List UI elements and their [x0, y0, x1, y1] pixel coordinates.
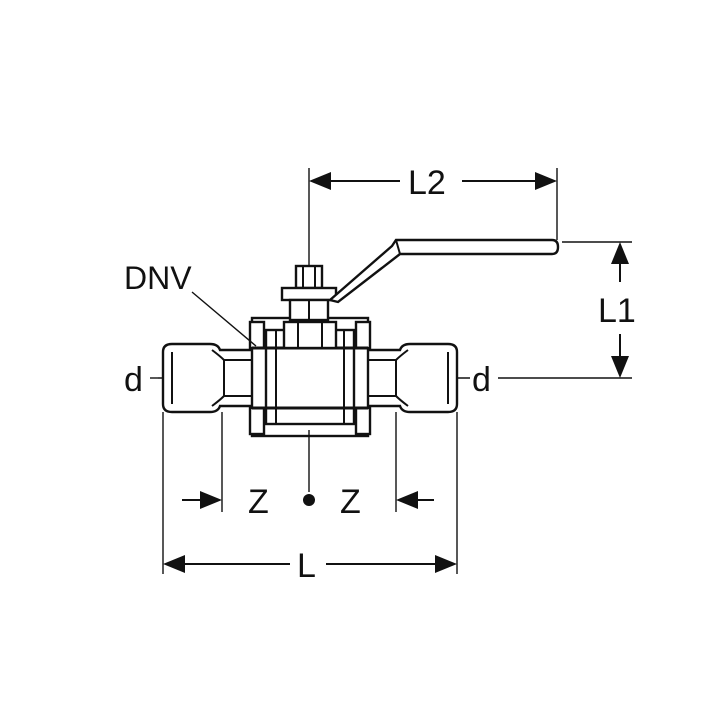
d-label-right: d — [472, 361, 491, 399]
dnv-label: DNV — [124, 260, 192, 296]
bolt-bottom-left — [248, 406, 266, 436]
z-label-left: Z — [248, 483, 269, 521]
left-press-fitting — [161, 342, 258, 414]
l2-label: L2 — [408, 164, 446, 202]
bolt-top-right — [354, 320, 372, 350]
center-point — [303, 494, 315, 506]
z-dimension: Z Z — [182, 412, 434, 521]
l2-dimension: L2 — [308, 164, 558, 266]
z-label-right: Z — [340, 483, 361, 521]
handle-lever — [327, 238, 560, 304]
bolt-top-left — [248, 320, 266, 350]
valve-stem — [280, 264, 338, 322]
right-press-fitting — [360, 342, 459, 414]
d-label-left: d — [124, 361, 143, 399]
l-dimension: L — [162, 412, 458, 585]
valve-body — [248, 316, 372, 438]
bolt-bottom-right — [354, 406, 372, 436]
dnv-leader: DNV — [124, 260, 257, 347]
l1-label: L1 — [598, 292, 636, 330]
l-label: L — [297, 547, 316, 585]
l1-dimension: L1 — [562, 241, 636, 378]
